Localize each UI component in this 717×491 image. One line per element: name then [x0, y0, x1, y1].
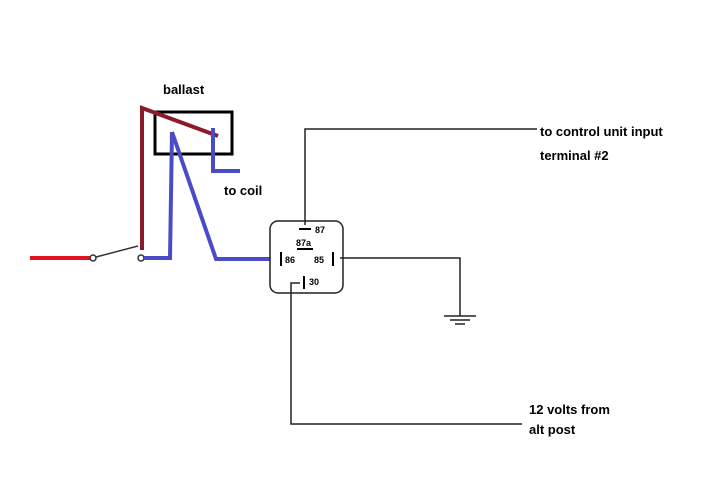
switch-contact-right [137, 254, 145, 262]
control-unit-label-line2: terminal #2 [540, 148, 609, 163]
relay-body [269, 220, 344, 294]
ballast-label: ballast [163, 82, 205, 97]
pin-87-label: 87 [315, 225, 325, 235]
ballast-resistor-box [153, 110, 234, 156]
pin-87a-label: 87a [296, 238, 312, 248]
pin-30-label: 30 [309, 277, 319, 287]
pin-85-label: 85 [314, 255, 324, 265]
wire-85-to-ground [340, 257, 461, 316]
wire-30-to-alt-post [290, 282, 522, 425]
switch-contact-left [89, 254, 97, 262]
ignition-switch [89, 245, 145, 262]
wire-87-to-control-unit [304, 128, 537, 225]
maroon-bypass-wire [140, 105, 219, 250]
relay: 87 87a 86 85 30 [269, 220, 344, 294]
switch-lever [95, 245, 139, 258]
pin-86-label: 86 [285, 255, 295, 265]
to-coil-label: to coil [224, 183, 262, 198]
blue-switch-to-ballast-wire [144, 131, 174, 260]
volts-label-line2: alt post [529, 422, 576, 437]
volts-label-line1: 12 volts from [529, 402, 610, 417]
blue-ballast-to-relay-86-wire [170, 131, 278, 261]
control-unit-label-line1: to control unit input [540, 124, 663, 139]
blue-to-coil-wire [211, 128, 240, 173]
ground-symbol [444, 315, 476, 325]
